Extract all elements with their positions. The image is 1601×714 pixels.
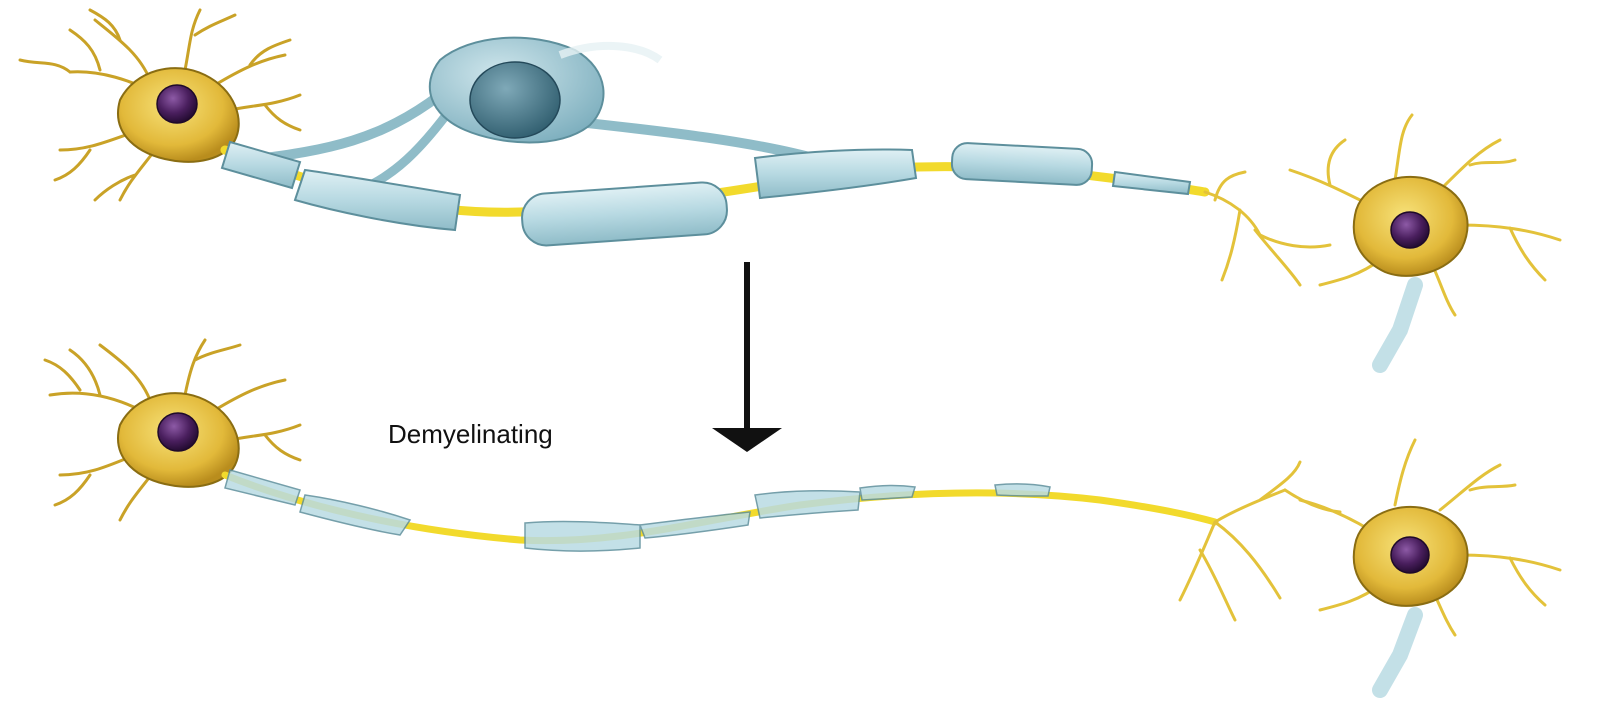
process-label: Demyelinating [388,419,553,449]
right-neuron-axon-stub-bottom [1380,615,1415,690]
damaged-myelin-remnants [225,470,1050,551]
left-neuron-nucleus-top [157,85,197,123]
transition-arrow [712,262,782,452]
right-neuron-nucleus-bottom [1391,537,1429,573]
myelinated-neuron [20,10,1560,365]
right-neuron-axon-stub-top [1380,285,1415,365]
demyelinated-axon [225,475,1215,541]
oligodendrocyte [250,38,820,190]
right-neuron-nucleus-top [1391,212,1429,248]
myelin-sheath-segments [222,142,1190,247]
demyelinated-neuron [45,340,1560,690]
left-neuron-nucleus-bottom [158,413,198,451]
